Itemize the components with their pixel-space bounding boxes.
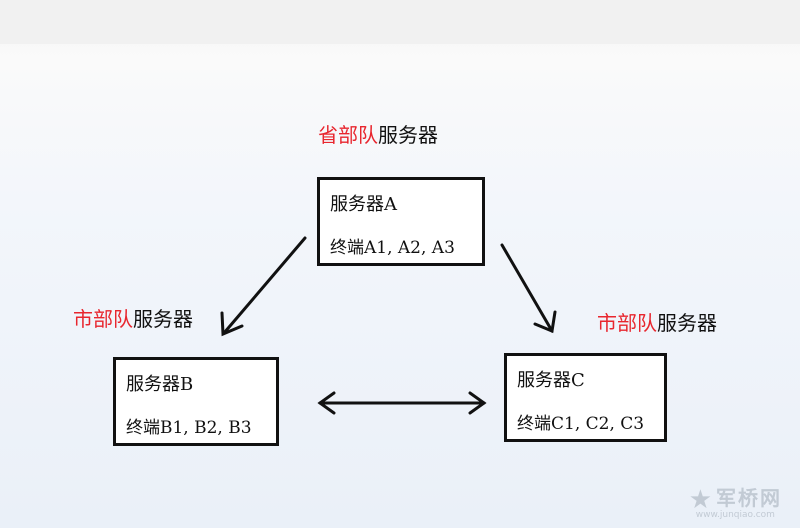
server-a-terminals: 终端A1, A2, A3 [330,238,455,258]
server-c-box: 服务器C 终端C1, C2, C3 [504,353,667,442]
arrow-a-to-b [220,236,307,337]
server-a-box: 服务器A 终端A1, A2, A3 [317,177,485,266]
watermark-brand: 军桥网 [716,486,782,510]
city-right-label-red: 市部队 [597,311,657,335]
city-left-label-red: 市部队 [73,307,133,331]
star-icon: ★ [688,485,712,515]
province-label-black: 服务器 [378,123,438,147]
arrow-a-to-c [500,243,557,334]
server-c-terminals: 终端C1, C2, C3 [517,414,645,434]
city-left-level-label: 市部队服务器 [73,307,193,331]
server-b-terminals: 终端B1, B2, B3 [126,418,252,438]
arrow-b-c-bidirectional [317,391,487,415]
server-c-title: 服务器C [517,370,585,391]
city-left-label-black: 服务器 [133,307,193,331]
watermark-logo: ★军桥网 www.junqiao.com [689,487,782,522]
city-right-level-label: 市部队服务器 [597,311,717,335]
server-a-title: 服务器A [330,194,397,215]
server-b-box: 服务器B 终端B1, B2, B3 [113,357,279,446]
province-label-red: 省部队 [318,123,378,147]
top-band [0,0,800,44]
server-b-title: 服务器B [126,374,194,395]
watermark-site: www.junqiao.com [695,510,775,520]
city-right-label-black: 服务器 [657,311,717,335]
province-level-label: 省部队服务器 [318,123,438,147]
